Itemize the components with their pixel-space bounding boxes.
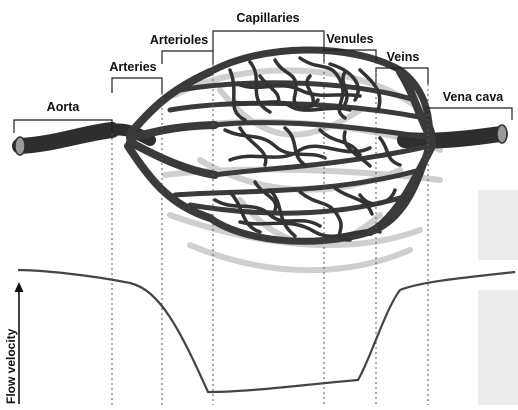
label-venules: Venules: [326, 32, 373, 46]
bracket-arteries: [112, 78, 162, 93]
background-panel-upper: [478, 190, 518, 260]
vessel-network: [15, 50, 507, 241]
label-arterioles: Arterioles: [150, 33, 208, 47]
flow-velocity-axis: Flow velocity: [4, 282, 24, 404]
aorta-vessel: [20, 130, 112, 146]
axis-label-flow-velocity: Flow velocity: [4, 328, 18, 404]
vena-cava-opening: [497, 125, 507, 143]
label-capillaries: Capillaries: [236, 11, 299, 25]
axis-arrow-head: [15, 282, 24, 292]
bracket-arterioles: [162, 51, 213, 64]
label-arteries: Arteries: [109, 60, 156, 74]
arteries-branches: [128, 72, 215, 218]
flow-velocity-curve: [18, 270, 515, 392]
label-aorta: Aorta: [47, 100, 81, 114]
background-panel-lower: [478, 290, 518, 405]
bracket-vena-cava: [428, 108, 512, 120]
label-veins: Veins: [387, 50, 420, 64]
aorta-opening: [15, 137, 25, 155]
label-vena-cava: Vena cava: [443, 90, 505, 104]
